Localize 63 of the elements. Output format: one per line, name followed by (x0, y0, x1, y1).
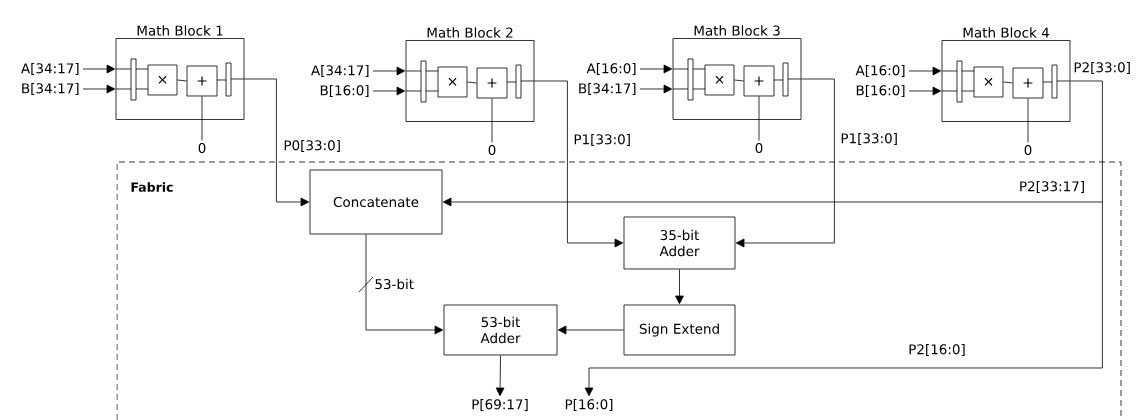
arrow (639, 64, 673, 74)
operator-box: + (743, 65, 775, 97)
operator-box: + (476, 67, 508, 99)
arrow (557, 325, 624, 335)
output-label: P[69:17] (472, 398, 528, 411)
operator-box: × (437, 66, 468, 98)
node-label: Math Block 4 (963, 27, 1049, 38)
process-box: Sign Extend (623, 304, 736, 356)
input-label: A[16:0] (855, 65, 905, 77)
operator-box: × (147, 64, 178, 96)
edge-label: P1[33:0] (839, 132, 899, 146)
arrow (908, 86, 942, 96)
connector-line (491, 98, 493, 143)
connector-line (177, 79, 187, 82)
input-label: B[16:0] (320, 85, 369, 97)
output-label: P[16:0] (565, 398, 613, 411)
arrow (495, 355, 505, 397)
operator-box: + (186, 65, 218, 97)
arrow (82, 84, 116, 94)
node-label: Math Block 1 (137, 25, 223, 36)
process-box: 53-bit Adder (443, 304, 558, 356)
operator-box: + (1012, 67, 1044, 99)
constant-label: 0 (755, 142, 763, 154)
constant-label: 0 (198, 142, 206, 154)
arrow (639, 84, 673, 94)
connector-line (467, 81, 477, 84)
input-label: B[34:17] (579, 83, 636, 95)
edge-label: P2[16:0] (907, 342, 967, 357)
operator-box: × (704, 64, 735, 96)
constant-label: 0 (1024, 144, 1032, 156)
edge-label: P2[33:17] (1017, 180, 1087, 194)
edge-label: P1[33:0] (572, 133, 632, 147)
process-box: 35-bit Adder (623, 216, 736, 270)
input-label: B[34:17] (22, 83, 79, 95)
arrow (584, 201, 1103, 397)
edge-label: P0[33:0] (282, 139, 342, 153)
arrow (735, 78, 835, 248)
arrow (372, 66, 406, 76)
node-label: Math Block 3 (694, 25, 780, 36)
arrow (534, 80, 624, 248)
connector-line (734, 79, 744, 82)
connector-line (1027, 98, 1029, 143)
input-label: A[34:17] (21, 63, 79, 75)
operator-box: × (973, 66, 1004, 98)
arrow (244, 78, 310, 207)
arrow (372, 86, 406, 96)
arrow (908, 66, 942, 76)
connector-line (758, 96, 760, 141)
node-label: Math Block 2 (427, 27, 513, 38)
connector-line (201, 96, 203, 141)
process-box: Concatenate (309, 169, 443, 235)
arrow (365, 234, 444, 335)
edge-label: 53-bit (373, 277, 416, 291)
arrow (442, 197, 1103, 207)
connector-line (1070, 80, 1103, 203)
input-label: A[16:0] (586, 63, 636, 75)
input-label: A[34:17] (311, 65, 369, 77)
connector-line (1003, 81, 1013, 84)
input-label: B[16:0] (856, 85, 905, 97)
signal-label: P2[33:0] (1074, 62, 1130, 74)
constant-label: 0 (488, 144, 496, 156)
arrow (675, 269, 684, 305)
arrow (82, 64, 116, 74)
